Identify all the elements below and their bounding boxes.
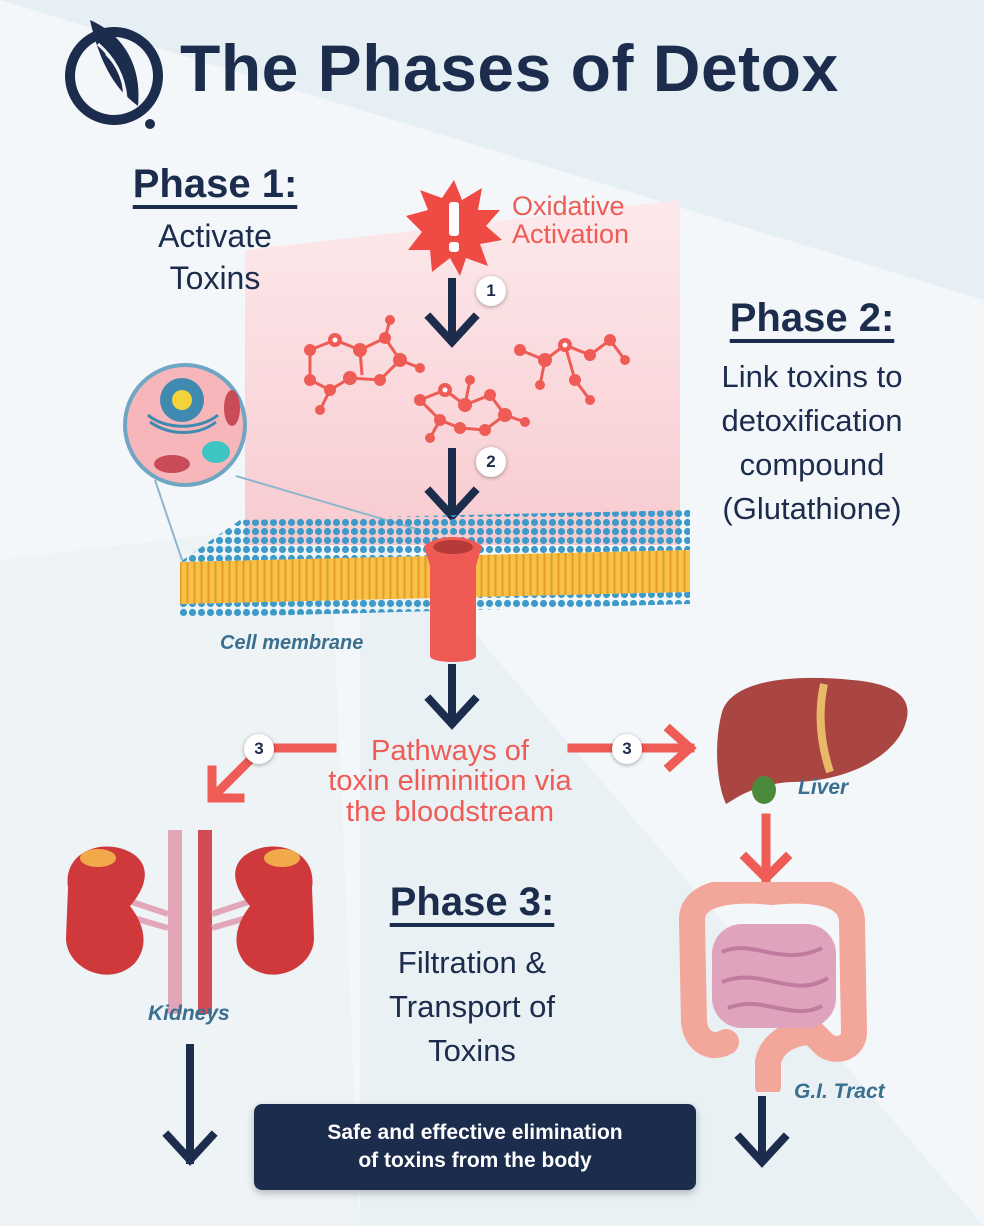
phase2-line: detoxification [721, 403, 903, 438]
liver-icon [717, 677, 908, 804]
kidneys-icon [66, 830, 314, 1014]
oxidative-line: Activation [512, 219, 630, 250]
step-badge-3-right: 3 [612, 734, 642, 764]
oxidative-line: Oxidative [512, 191, 625, 221]
step-badge-3-left: 3 [244, 734, 274, 764]
brand-logo [65, 20, 163, 129]
phase1-heading: Phase 1: [132, 162, 298, 206]
cell-icon [123, 363, 247, 487]
phase2-block: Phase 2: Link toxins to detoxification c… [680, 296, 944, 531]
step-badge-1: 1 [476, 276, 506, 306]
phase2-heading: Phase 2: [729, 296, 895, 340]
oxidative-activation-label: Oxidative Activation [512, 192, 629, 249]
toxin-molecules-icon [304, 315, 630, 443]
phase2-line: compound [739, 447, 885, 482]
cell-membrane-label: Cell membrane [220, 632, 364, 654]
phase2-line: (Glutathione) [722, 491, 902, 526]
final-outcome-line: of toxins from the body [358, 1149, 592, 1172]
phase1-block: Phase 1: Activate Toxins [120, 162, 310, 298]
phase3-line: Transport of [389, 989, 555, 1024]
channel-protein-icon [424, 537, 482, 662]
pathways-line: toxin eliminition via [328, 765, 572, 798]
kidneys-label: Kidneys [148, 1002, 230, 1025]
phase3-block: Phase 3: Filtration & Transport of Toxin… [352, 880, 592, 1073]
liver-label: Liver [798, 776, 849, 799]
phase3-line: Toxins [428, 1033, 516, 1068]
step-badge-2: 2 [476, 447, 506, 477]
pathways-line: the bloodstream [346, 795, 554, 828]
phase1-line: Activate [158, 218, 272, 254]
final-outcome-box: Safe and effective elimination of toxins… [254, 1104, 696, 1190]
alert-starburst-icon [406, 180, 502, 276]
phase2-line: Link toxins to [721, 359, 903, 394]
page-title: The Phases of Detox [180, 31, 839, 105]
gi-tract-label: G.I. Tract [794, 1080, 885, 1103]
phase3-heading: Phase 3: [389, 880, 555, 924]
final-outcome-line: Safe and effective elimination [327, 1121, 623, 1144]
gi-tract-icon [679, 882, 868, 1092]
phase3-line: Filtration & [397, 945, 547, 980]
phase1-line: Toxins [169, 260, 261, 297]
pathways-label: Pathways of toxin eliminition via the bl… [282, 735, 618, 828]
pathways-line: Pathways of [371, 735, 529, 767]
